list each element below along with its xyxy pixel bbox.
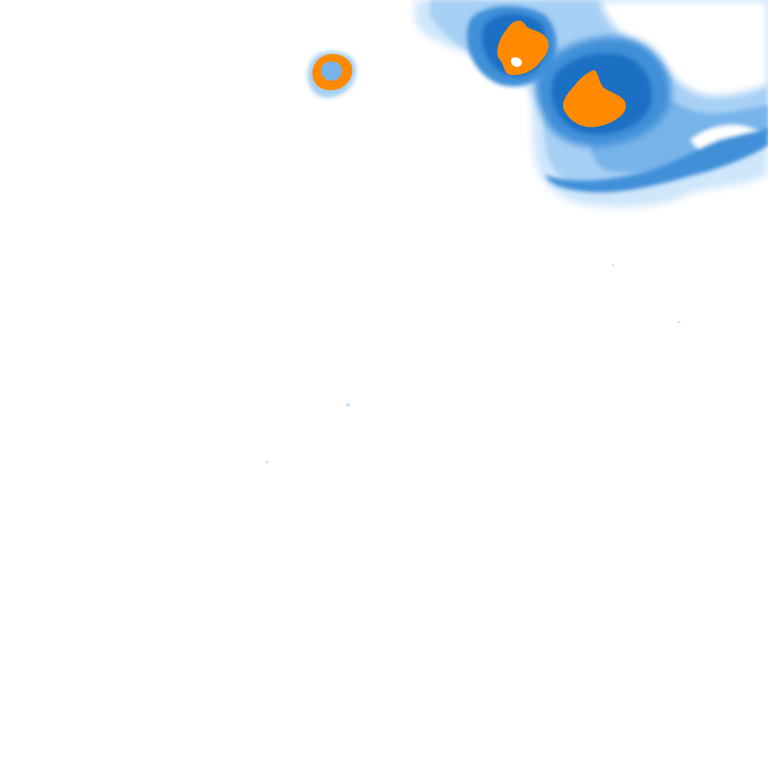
precip-specks: [265, 263, 681, 464]
precip-cell-northwest: [307, 51, 357, 98]
heavy-core-2: [563, 70, 626, 128]
heavy-core-1: [497, 20, 549, 76]
precip-field-northeast: [415, 0, 768, 208]
